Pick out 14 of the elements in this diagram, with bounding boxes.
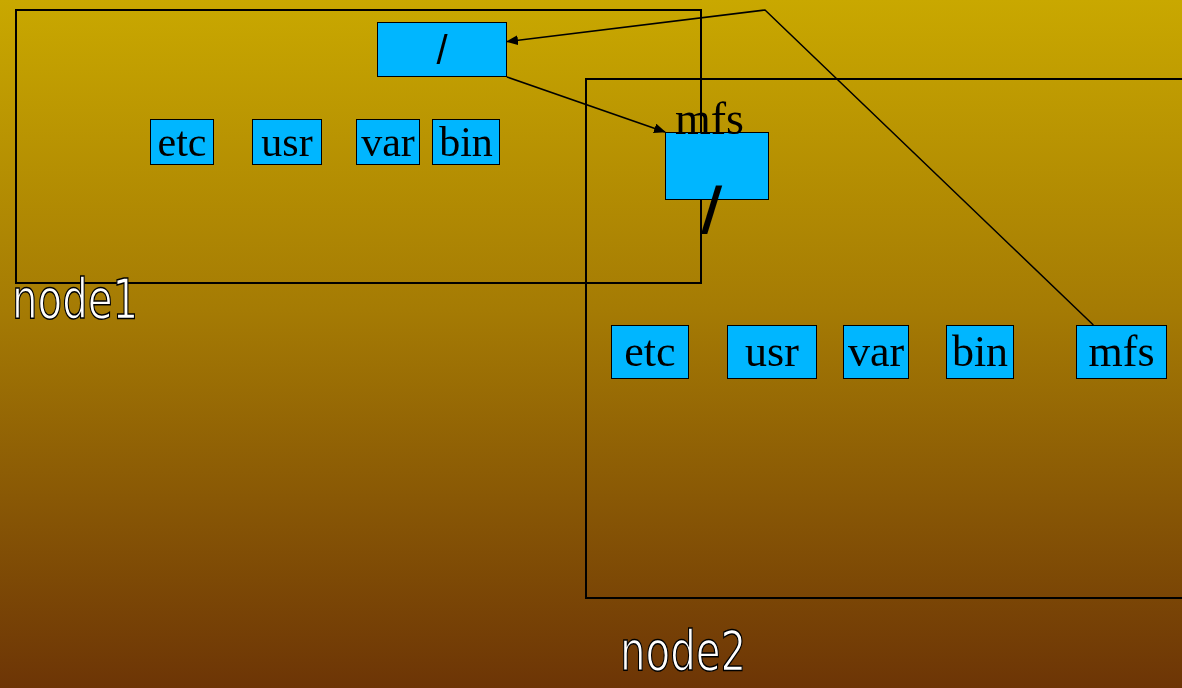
region-label: node1 <box>12 271 139 327</box>
arrow <box>506 9 1095 326</box>
folder-box: usr <box>252 119 322 165</box>
folder-box: usr <box>727 325 817 379</box>
folder-box: var <box>356 119 420 165</box>
folder-box: etc <box>150 119 214 165</box>
folder-box: bin <box>432 119 500 165</box>
folder-box: mfs <box>1076 325 1167 379</box>
folder-box: bin <box>946 325 1014 379</box>
folder-box: / <box>377 22 507 77</box>
region-label: node2 <box>620 623 747 679</box>
folder-box: var <box>843 325 909 379</box>
arrow <box>506 76 666 134</box>
folder-box: etc <box>611 325 689 379</box>
